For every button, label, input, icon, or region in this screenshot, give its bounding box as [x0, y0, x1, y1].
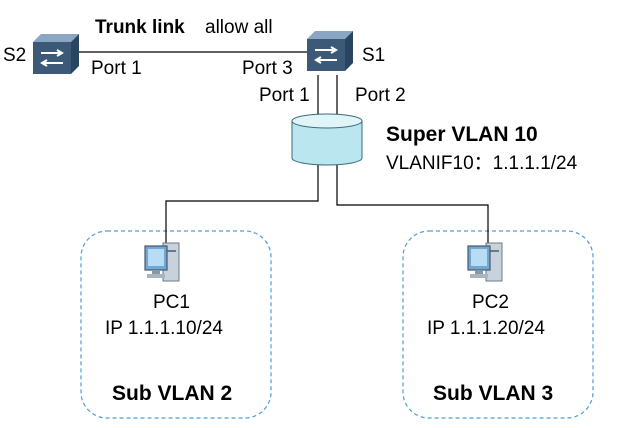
s1-port-right-label: Port 2 [355, 85, 406, 106]
pc1-icon [144, 242, 180, 282]
subvlan-2-label: Sub VLAN 2 [112, 382, 233, 405]
pc2-name-label: PC2 [472, 292, 509, 313]
super-vlan-vlanif: VLANIF10：1.1.1.1/24 [386, 153, 578, 174]
super-vlan-title: Super VLAN 10 [386, 123, 538, 146]
switch-s2-icon [33, 34, 79, 74]
s1-name-label: S1 [362, 45, 386, 66]
trunk-allow-label: allow all [205, 17, 273, 38]
trunk-link-label: Trunk link [95, 17, 185, 38]
pc2-icon [467, 242, 503, 282]
pc1-name-label: PC1 [153, 292, 190, 313]
subvlan-3-zone [402, 230, 594, 419]
s1-port-left-label: Port 1 [259, 85, 310, 106]
s2-port-label: Port 1 [91, 58, 142, 79]
switch-s1-icon [307, 31, 353, 71]
pc2-ip-label: IP 1.1.1.20/24 [427, 318, 545, 339]
s1-port-trunk-label: Port 3 [242, 58, 293, 79]
subvlan-3-label: Sub VLAN 3 [433, 382, 554, 405]
subvlan-2-zone [80, 230, 272, 419]
s2-name-label: S2 [3, 45, 27, 66]
pc1-ip-label: IP 1.1.1.10/24 [105, 318, 223, 339]
super-vlan-cylinder-icon [291, 113, 363, 166]
